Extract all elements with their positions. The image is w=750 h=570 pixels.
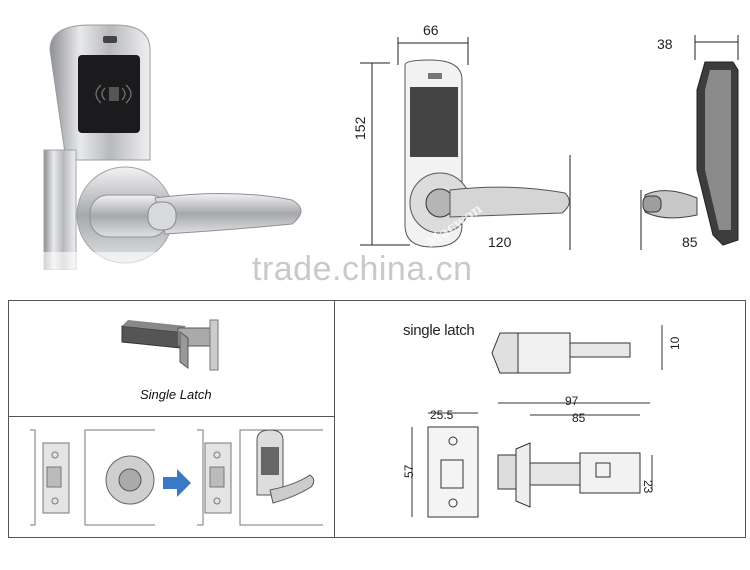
latch-info-panel xyxy=(8,300,746,538)
installation-illustration xyxy=(30,429,323,526)
lock-product-photo xyxy=(30,24,315,270)
handle-dimension-label: 120 xyxy=(488,234,512,250)
width-dimension-label: 66 xyxy=(423,22,439,38)
latch-dim-97: 97 xyxy=(565,394,579,408)
panel-vertical-divider xyxy=(334,300,335,538)
side-view-drawing xyxy=(640,35,739,250)
latch-dim-85: 85 xyxy=(572,411,586,425)
front-view-drawing xyxy=(360,37,571,250)
height-dimension-label: 152 xyxy=(352,116,368,140)
latch-dim-57: 57 xyxy=(402,464,416,478)
latch-caption: Single Latch xyxy=(140,387,212,402)
depth-dimension-label: 38 xyxy=(657,36,673,52)
side-dimension-label: 85 xyxy=(682,234,698,250)
latch-dim-10: 10 xyxy=(668,336,682,350)
watermark-text: trade.china.cn xyxy=(252,250,473,288)
latch-photo xyxy=(121,319,219,371)
latch-dim-25-5: 25.5 xyxy=(430,408,454,422)
latch-drawing-title: single latch xyxy=(403,322,475,339)
latch-dim-23: 23 xyxy=(641,480,655,494)
panel-horizontal-divider xyxy=(8,416,335,417)
latch-technical-drawing xyxy=(411,325,663,518)
